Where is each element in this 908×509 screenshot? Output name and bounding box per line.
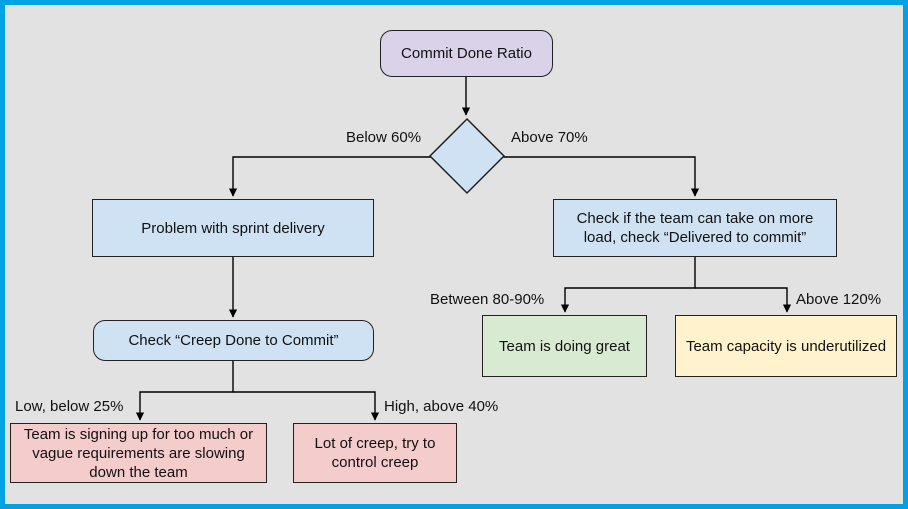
- node-problem-sprint-delivery: Problem with sprint delivery: [92, 199, 374, 257]
- node-team-doing-great: Team is doing great: [482, 315, 647, 377]
- edge-label-above-120: Above 120%: [796, 291, 882, 308]
- node-team-capacity-underutilized-label: Team capacity is underutilized: [685, 337, 887, 355]
- connector-checkcreep-to-toomuch: [135, 361, 234, 421]
- connector-checkload-to-great: [560, 257, 696, 313]
- edge-label-high-above-40: High, above 40%: [384, 398, 499, 415]
- node-check-creep-done-to-commit-label: Check “Creep Done to Commit”: [128, 332, 339, 349]
- edge-label-below-60: Below 60%: [346, 129, 422, 146]
- node-check-team-load-label: Check if the team can take on more load,…: [576, 210, 814, 246]
- node-check-team-load: Check if the team can take on more load,…: [553, 199, 837, 257]
- node-check-creep-done-to-commit: Check “Creep Done to Commit”: [93, 320, 374, 361]
- node-team-capacity-underutilized: Team capacity is underutilized: [675, 315, 897, 377]
- node-lot-of-creep-label: Lot of creep, try to control creep: [314, 435, 436, 471]
- node-signing-up-too-much: Team is signing up for too much or vague…: [10, 423, 267, 483]
- edge-label-low-below-25: Low, below 25%: [15, 398, 124, 415]
- node-commit-done-ratio-label: Commit Done Ratio: [401, 45, 532, 62]
- node-commit-done-ratio: Commit Done Ratio: [380, 30, 553, 77]
- node-signing-up-too-much-label: Team is signing up for too much or vague…: [23, 425, 254, 481]
- edge-label-above-70: Above 70%: [511, 129, 588, 146]
- connector-diamond-to-checkload: [502, 156, 700, 197]
- edge-label-between-80-90: Between 80-90%: [430, 291, 545, 308]
- node-lot-of-creep: Lot of creep, try to control creep: [293, 423, 457, 483]
- node-problem-sprint-delivery-label: Problem with sprint delivery: [141, 219, 325, 237]
- node-team-doing-great-label: Team is doing great: [499, 337, 630, 355]
- connector-checkcreep-to-lotcreep: [233, 391, 380, 421]
- connector-diamond-to-problem: [228, 156, 432, 197]
- decision-diamond: [428, 117, 506, 195]
- connector-checkload-to-underutilized: [695, 287, 792, 313]
